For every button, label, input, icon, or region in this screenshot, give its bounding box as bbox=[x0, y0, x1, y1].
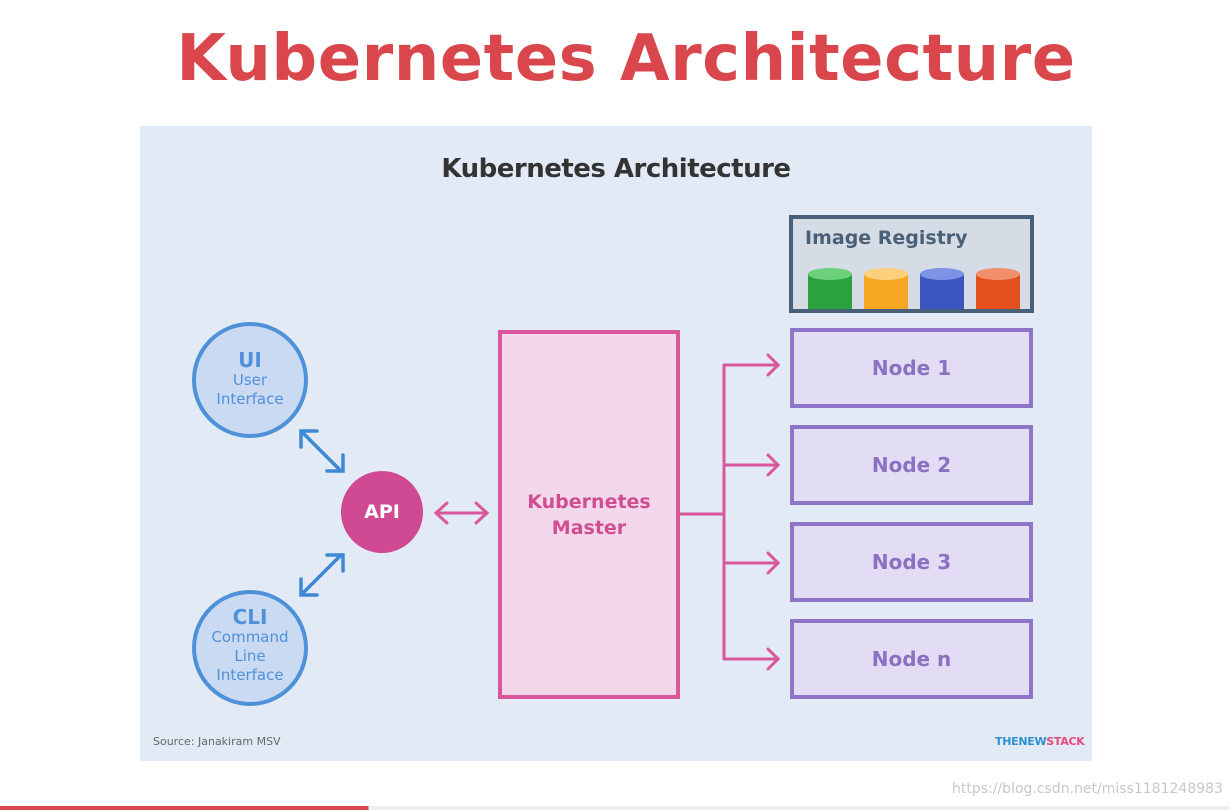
source-credit: Source: Janakiram MSV bbox=[153, 735, 281, 748]
ui-line2: Interface bbox=[216, 390, 284, 408]
node-box-3: Node 3 bbox=[790, 522, 1033, 602]
registry-label: Image Registry bbox=[805, 227, 968, 249]
node-label: Node 1 bbox=[871, 356, 952, 380]
cli-short-label: CLI bbox=[232, 605, 268, 629]
thenewstack-logo: THENEWSTACK bbox=[995, 735, 1085, 748]
image-registry-box: Image Registry bbox=[789, 215, 1034, 313]
master-line2: Master bbox=[551, 516, 627, 539]
watermark-url: https://blog.csdn.net/miss1181248983 bbox=[952, 781, 1223, 797]
registry-cylinders bbox=[808, 268, 1020, 309]
api-circle: API bbox=[341, 471, 423, 553]
cli-api-arrow bbox=[299, 553, 345, 597]
master-line1: Kubernetes bbox=[527, 490, 651, 513]
cylinder-icon bbox=[920, 268, 964, 309]
kubernetes-master-box: Kubernetes Master bbox=[498, 330, 680, 699]
ui-short-label: UI bbox=[238, 348, 262, 372]
cylinder-icon bbox=[976, 268, 1020, 309]
node-box-n: Node n bbox=[790, 619, 1033, 699]
bottom-rule bbox=[0, 806, 1229, 810]
node-box-2: Node 2 bbox=[790, 425, 1033, 505]
page-title: Kubernetes Architecture bbox=[176, 22, 1076, 96]
node-box-1: Node 1 bbox=[790, 328, 1033, 408]
diagram-title: Kubernetes Architecture bbox=[441, 154, 791, 184]
cylinder-icon bbox=[864, 268, 908, 309]
ui-api-arrow bbox=[299, 429, 345, 473]
cli-line3: Interface bbox=[216, 666, 284, 684]
api-label: API bbox=[364, 501, 400, 523]
master-node-connectors bbox=[678, 353, 781, 671]
node-label: Node n bbox=[871, 647, 952, 671]
ui-line1: User bbox=[232, 371, 268, 389]
cli-circle: CLI Command Line Interface bbox=[192, 590, 308, 706]
ui-circle: UI User Interface bbox=[192, 322, 308, 438]
brand-part1: THENEW bbox=[995, 735, 1047, 748]
cli-line2: Line bbox=[234, 647, 266, 665]
api-master-arrow bbox=[433, 501, 490, 525]
cylinder-icon bbox=[808, 268, 852, 309]
cli-line1: Command bbox=[211, 628, 289, 646]
node-label: Node 2 bbox=[871, 453, 952, 477]
brand-part2: STACK bbox=[1046, 735, 1085, 748]
node-label: Node 3 bbox=[871, 550, 952, 574]
